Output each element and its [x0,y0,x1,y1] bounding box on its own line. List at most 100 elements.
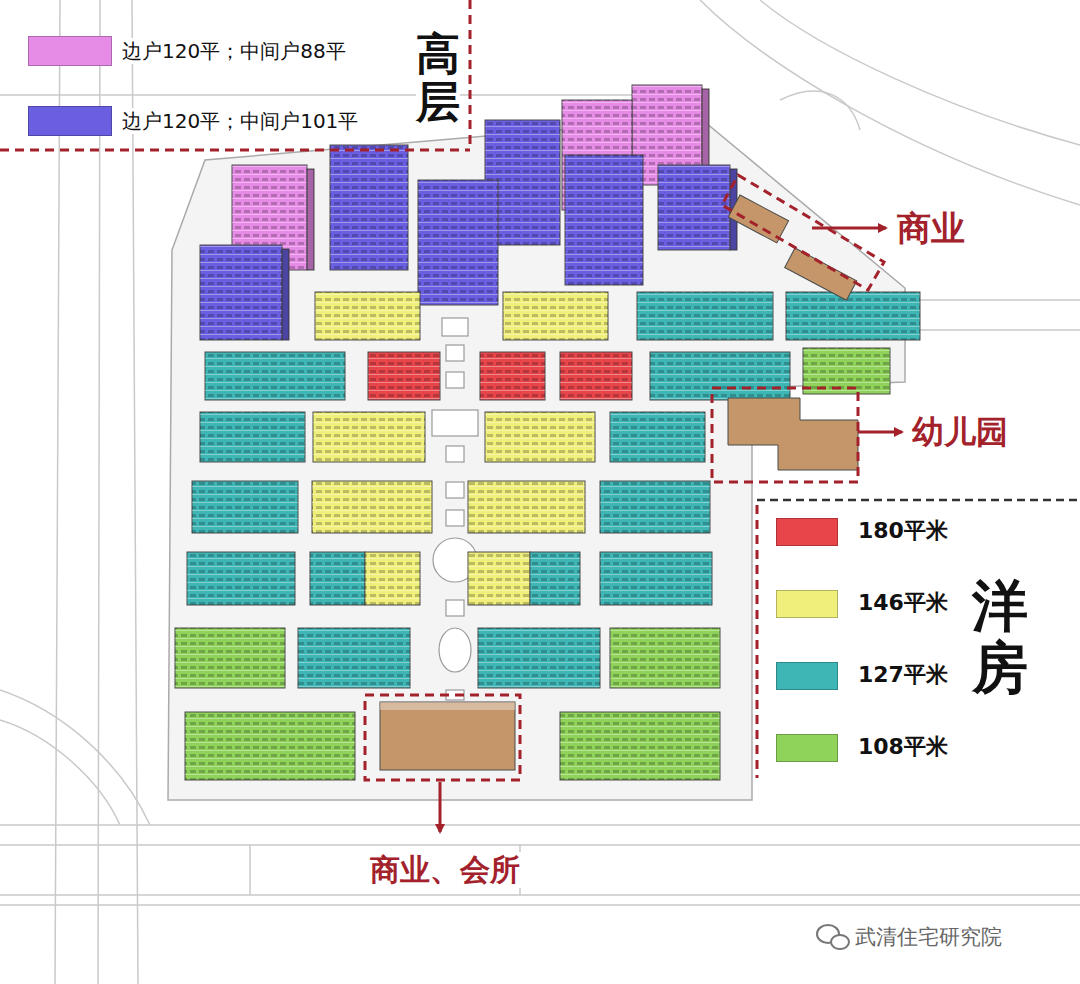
watermark-box: 武清住宅研究院 [853,925,1004,950]
low-rise-buildings-part [192,481,298,533]
low-rise-buildings-part [315,292,420,340]
central-axis-part [442,318,468,336]
callout-frames-part [712,388,858,482]
low-rise-buildings-part [312,481,432,533]
leader-arrows-part [812,227,886,230]
low-rise-buildings-part [185,712,355,780]
low-rise-buildings-part [312,481,432,533]
central-axis-part [446,372,464,388]
low-rise-buildings-part [600,481,710,533]
low-rise-buildings-part [313,412,425,462]
wechat-icon-part [831,935,849,949]
low-rise-buildings-part [310,552,365,605]
low-rise-buildings-part [560,352,632,400]
low-rise-buildings-part [175,628,285,688]
low-rise-buildings-part [485,412,595,462]
low-rise-buildings-part [480,352,545,400]
high-rise-buildings-part [282,249,289,340]
callout-frames-part [722,175,884,290]
legend-text: 146平米 [858,589,948,618]
low-rise-buildings-part [468,481,585,533]
central-axis-part [446,446,464,462]
low-rise-buildings-part [610,628,720,688]
central-axis-part [439,628,471,672]
low-rise-buildings-part [480,352,545,400]
high-rise-buildings-part [418,180,498,305]
callout-label: 商业 [895,208,967,249]
legend-text: 108平米 [858,733,948,762]
legend-entry: 边户120平；中间户101平 [122,108,358,134]
low-rise-buildings-part [560,712,720,780]
low-rise-buildings-part [530,552,580,605]
section-heading-box: 洋房 [972,575,1028,698]
facility-buildings-part [728,195,788,243]
central-axis-part [446,600,464,616]
low-rise-buildings-part [600,552,712,605]
facility-buildings-part [785,248,857,300]
low-rise-buildings-part [368,352,440,400]
section-heading-box: 高层 [416,30,460,127]
low-rise-buildings-part [637,292,773,340]
high-rise-buildings-part [658,165,730,250]
low-rise-buildings-part [503,292,608,340]
leader-arrows [440,228,902,832]
central-axis-part [432,410,478,436]
high-rise-buildings-part [200,245,282,340]
legend-swatch [776,590,838,618]
low-rise-buildings-part [560,712,720,780]
leader-arrows-part [858,431,902,434]
low-rise-buildings-part [560,352,632,400]
callout-frames-part [757,499,1080,502]
low-rise-buildings-part [503,292,608,340]
low-rise-buildings-part [803,348,890,394]
high-rise-buildings-part [330,145,408,270]
low-rise-buildings-part [600,552,712,605]
legend-swatch [28,106,112,136]
low-rise-buildings [175,292,920,780]
legend-entry: 108平米 [858,733,948,762]
legend-swatch [776,518,838,546]
high-rise-buildings-part [307,169,314,270]
low-rise-buildings-part [200,412,305,462]
low-rise-buildings-part [468,481,585,533]
high-rise-buildings-part [330,145,408,270]
facility-buildings-part [380,702,515,770]
high-rise-buildings-part [282,249,289,340]
callout-frames [0,0,1080,780]
low-rise-buildings-part [200,412,305,462]
central-axis-part [446,482,464,498]
low-rise-buildings-part [192,481,298,533]
section-heading: 高层 [416,30,460,127]
site-ground [168,118,905,800]
legend-entry: 127平米 [858,661,948,690]
facility-buildings [380,195,858,770]
callout-frames-part [756,505,759,778]
low-rise-buildings-part [298,628,410,688]
legend-entry: 边户120平；中间户88平 [122,38,346,64]
legend-text: 180平米 [858,517,948,546]
roads-part [55,0,138,984]
low-rise-buildings-part [610,412,705,462]
callout-label: 幼儿园 [910,413,1010,451]
high-rise-buildings-part [307,169,314,270]
low-rise-buildings-part [365,552,420,605]
roads-part [0,825,1080,905]
low-rise-buildings-part [468,552,530,605]
high-rise-buildings-part [565,155,643,285]
legend-entry: 180平米 [858,517,948,546]
section-heading: 洋房 [972,575,1028,698]
low-rise-buildings-part [610,628,720,688]
roads-part [0,690,150,825]
low-rise-buildings-part [187,552,295,605]
low-rise-buildings-part [786,292,920,340]
low-rise-buildings-part [485,412,595,462]
low-rise-buildings-part [610,412,705,462]
legend-swatch [28,36,112,66]
low-rise-buildings-part [175,628,285,688]
legend-swatch [776,734,838,762]
facility-buildings-part [728,398,858,470]
legend-text: 127平米 [858,661,948,690]
